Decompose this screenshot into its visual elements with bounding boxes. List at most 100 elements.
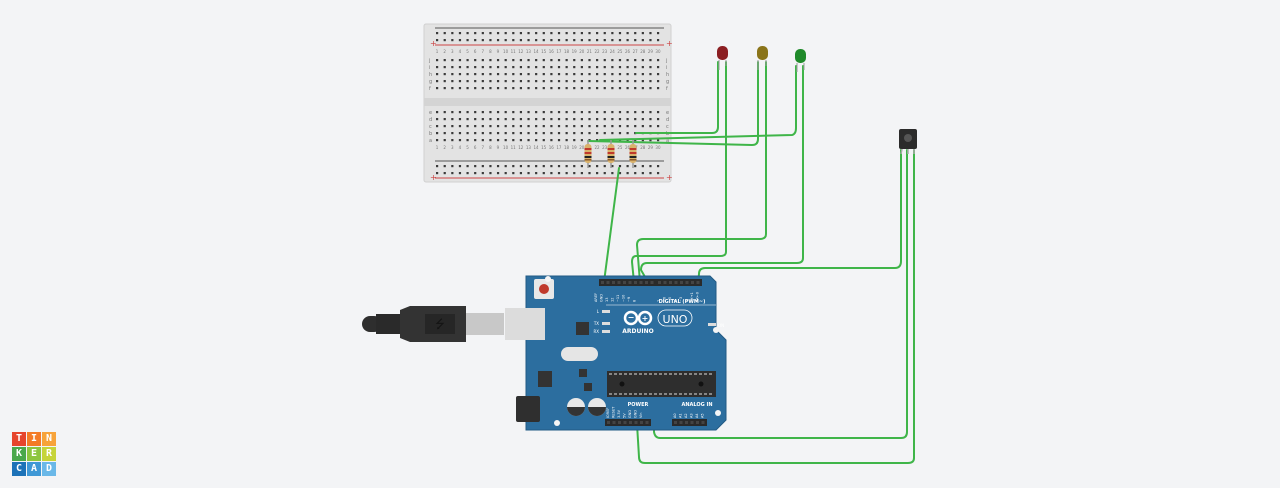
breadboard-hole[interactable] [504, 39, 507, 42]
breadboard-hole[interactable] [588, 32, 591, 35]
breadboard-hole[interactable] [611, 80, 614, 83]
breadboard-hole[interactable] [656, 172, 660, 175]
breadboard-hole[interactable] [535, 59, 538, 62]
breadboard-hole[interactable] [550, 80, 553, 83]
breadboard-hole[interactable] [512, 165, 515, 168]
breadboard-hole[interactable] [512, 87, 515, 90]
breadboard-hole[interactable] [496, 172, 500, 175]
breadboard-hole[interactable] [474, 59, 477, 62]
breadboard-hole[interactable] [634, 32, 637, 35]
breadboard-hole[interactable] [550, 132, 553, 135]
breadboard-hole[interactable] [504, 73, 507, 76]
breadboard-hole[interactable] [580, 80, 583, 83]
breadboard-hole[interactable] [451, 139, 454, 142]
breadboard-hole[interactable] [436, 172, 439, 175]
breadboard-hole[interactable] [618, 165, 622, 168]
breadboard-hole[interactable] [451, 165, 454, 168]
breadboard-hole[interactable] [527, 80, 530, 83]
breadboard-hole[interactable] [603, 118, 606, 121]
breadboard-hole[interactable] [474, 39, 477, 42]
breadboard-hole[interactable] [596, 59, 599, 62]
breadboard-hole[interactable] [649, 32, 652, 35]
breadboard-hole[interactable] [626, 111, 629, 114]
breadboard-hole[interactable] [519, 73, 523, 76]
breadboard-hole[interactable] [504, 118, 507, 121]
breadboard-hole[interactable] [626, 80, 629, 83]
breadboard-hole[interactable] [603, 172, 606, 175]
breadboard-hole[interactable] [565, 118, 568, 121]
breadboard-hole[interactable] [481, 32, 484, 35]
breadboard-hole[interactable] [535, 80, 538, 83]
breadboard-hole[interactable] [535, 172, 538, 175]
breadboard-hole[interactable] [611, 66, 614, 69]
breadboard-hole[interactable] [527, 139, 530, 142]
breadboard-hole[interactable] [611, 87, 614, 90]
breadboard-hole[interactable] [596, 87, 599, 90]
breadboard-hole[interactable] [436, 165, 439, 168]
breadboard-hole[interactable] [588, 59, 591, 62]
breadboard-hole[interactable] [466, 118, 469, 121]
breadboard-hole[interactable] [611, 125, 614, 128]
breadboard-hole[interactable] [489, 73, 492, 76]
header-pin[interactable] [685, 421, 688, 424]
breadboard-hole[interactable] [603, 59, 606, 62]
breadboard-hole[interactable] [611, 32, 614, 35]
breadboard-hole[interactable] [489, 125, 492, 128]
header-pin[interactable] [617, 281, 621, 284]
breadboard-hole[interactable] [512, 59, 515, 62]
breadboard-hole[interactable] [458, 66, 462, 69]
breadboard-hole[interactable] [634, 125, 637, 128]
resistor-r2[interactable] [607, 140, 615, 168]
breadboard-hole[interactable] [451, 59, 454, 62]
breadboard-hole[interactable] [565, 32, 568, 35]
wire-gnd[interactable] [603, 167, 620, 283]
breadboard-hole[interactable] [458, 80, 462, 83]
breadboard-hole[interactable] [656, 118, 660, 121]
breadboard-hole[interactable] [542, 80, 545, 83]
breadboard-hole[interactable] [481, 73, 484, 76]
breadboard-hole[interactable] [618, 132, 622, 135]
breadboard-hole[interactable] [641, 111, 644, 114]
breadboard-hole[interactable] [565, 139, 568, 142]
breadboard-hole[interactable] [596, 172, 599, 175]
breadboard-hole[interactable] [611, 59, 614, 62]
breadboard-hole[interactable] [573, 172, 576, 175]
breadboard-hole[interactable] [596, 132, 599, 135]
breadboard-hole[interactable] [436, 32, 439, 35]
breadboard-hole[interactable] [542, 73, 545, 76]
breadboard-hole[interactable] [481, 172, 484, 175]
breadboard-hole[interactable] [535, 73, 538, 76]
breadboard-hole[interactable] [481, 87, 484, 90]
breadboard-hole[interactable] [611, 73, 614, 76]
breadboard-hole[interactable] [565, 66, 568, 69]
breadboard-hole[interactable] [504, 59, 507, 62]
breadboard-hole[interactable] [656, 139, 660, 142]
breadboard-hole[interactable] [603, 111, 606, 114]
breadboard-hole[interactable] [519, 66, 523, 69]
breadboard-hole[interactable] [588, 66, 591, 69]
breadboard-hole[interactable] [458, 139, 462, 142]
breadboard-hole[interactable] [603, 87, 606, 90]
breadboard-hole[interactable] [458, 132, 462, 135]
resistor-r1[interactable] [584, 140, 592, 168]
breadboard-hole[interactable] [519, 125, 523, 128]
breadboard-hole[interactable] [443, 32, 446, 35]
breadboard-hole[interactable] [443, 172, 446, 175]
breadboard-hole[interactable] [542, 165, 545, 168]
breadboard-hole[interactable] [519, 139, 523, 142]
breadboard-hole[interactable] [565, 132, 568, 135]
breadboard-hole[interactable] [588, 111, 591, 114]
breadboard-hole[interactable] [550, 87, 553, 90]
breadboard-hole[interactable] [596, 66, 599, 69]
header-pin[interactable] [618, 421, 621, 424]
breadboard-hole[interactable] [451, 87, 454, 90]
breadboard-hole[interactable] [527, 172, 530, 175]
header-pin[interactable] [696, 281, 700, 284]
breadboard-hole[interactable] [443, 80, 446, 83]
breadboard-hole[interactable] [466, 66, 469, 69]
breadboard-hole[interactable] [527, 66, 530, 69]
breadboard-hole[interactable] [451, 111, 454, 114]
breadboard-hole[interactable] [474, 172, 477, 175]
breadboard-hole[interactable] [626, 73, 629, 76]
